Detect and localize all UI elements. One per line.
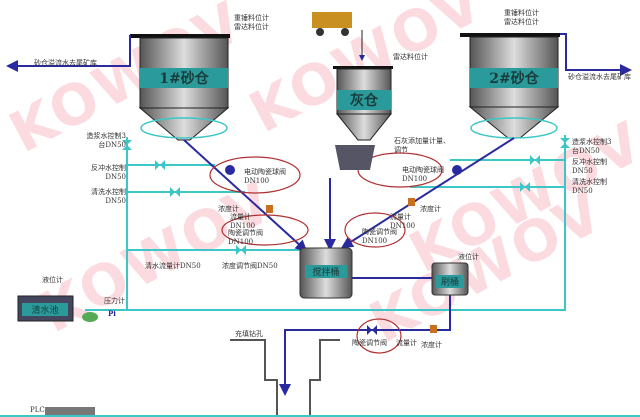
wash-right: 清洗水控制DN50 [572, 178, 607, 195]
mixer-label: 搅拌桶 [305, 265, 347, 278]
lime-label: 石灰添加量计量、调节 [394, 137, 450, 154]
radar-gauge-1: 雷达料位计 [234, 23, 269, 31]
truck-icon [312, 12, 352, 36]
buffer-label: 刷桶 [436, 275, 464, 288]
slurry-water-right: 造浆水控制3台DN50 [572, 138, 612, 155]
density-left-label: 浓度计 [218, 205, 239, 213]
borehole [230, 339, 340, 417]
plc-label: PLC [30, 406, 45, 414]
level-mixer-label: 液位计 [458, 253, 479, 261]
flow-right-label: 流量计DN100 [390, 213, 416, 230]
lime-feeder-icon [335, 145, 375, 170]
water-pool-label: 清水池 [22, 303, 68, 316]
pump-icon [82, 312, 98, 322]
density-valve-label: 浓度调节阀DN50 [222, 262, 278, 270]
level-gauge-1: 重锤料位计 [234, 14, 269, 22]
ball-valve-icon [225, 165, 235, 175]
density-right-label: 浓度计 [420, 205, 441, 213]
radar-gauge-2: 雷达料位计 [504, 18, 539, 26]
overflow-left-label: 砂仓溢流水去尾矿库 [34, 59, 97, 67]
radar-gauge-ash: 雷达料位计 [393, 53, 428, 61]
level-pool-label: 液位计 [42, 276, 63, 284]
ctrl-valve-bottom-label: 陶瓷调节阀 [352, 339, 387, 347]
level-gauge-2: 重锤料位计 [504, 9, 539, 17]
overflow-right-label: 砂仓溢流水去尾矿库 [568, 73, 631, 81]
ctrl-valve-left-label: 陶瓷调节阀DN100 [228, 229, 263, 246]
ctrl-valve-right-label: 陶瓷调节阀DN100 [362, 228, 397, 245]
density-meter-icon [430, 325, 437, 333]
ceramic-valve-icon [367, 325, 377, 335]
valve-icons [122, 138, 570, 255]
flow-bottom-label: 流量计 [396, 339, 417, 347]
ball-valve-right-label: 电动陶瓷球阀DN100 [402, 166, 444, 183]
pi-label: Pi [108, 309, 116, 318]
ball-valve-icon [452, 165, 462, 175]
sand-bin-1-label: 1#砂仓 [140, 68, 228, 88]
wash-left: 清洗水控制DN50 [91, 188, 126, 205]
highlight-circles [209, 152, 443, 354]
flow-left-label: 流量计DN100 [230, 213, 256, 230]
pressure-label: 压力计 [104, 297, 125, 305]
density-meter-icon [266, 205, 273, 213]
water-pipes [85, 135, 566, 311]
density-meter-icon [408, 198, 415, 206]
backflush-left: 反冲水控制DN50 [91, 164, 126, 181]
sand-bin-2-label: 2#砂仓 [470, 68, 558, 88]
density-bottom-label: 浓度计 [421, 341, 442, 349]
ball-valve-left-label: 电动陶瓷球阀DN100 [244, 168, 286, 185]
backflush-right: 反冲水控制DN50 [572, 158, 607, 175]
plc-icon [45, 407, 95, 415]
borehole-label: 充填钻孔 [235, 330, 263, 338]
ash-bin-label: 灰仓 [337, 90, 391, 110]
clean-flow-label: 清水流量计DN50 [145, 262, 201, 270]
slurry-water-left: 造浆水控制3台DN50 [86, 132, 126, 149]
